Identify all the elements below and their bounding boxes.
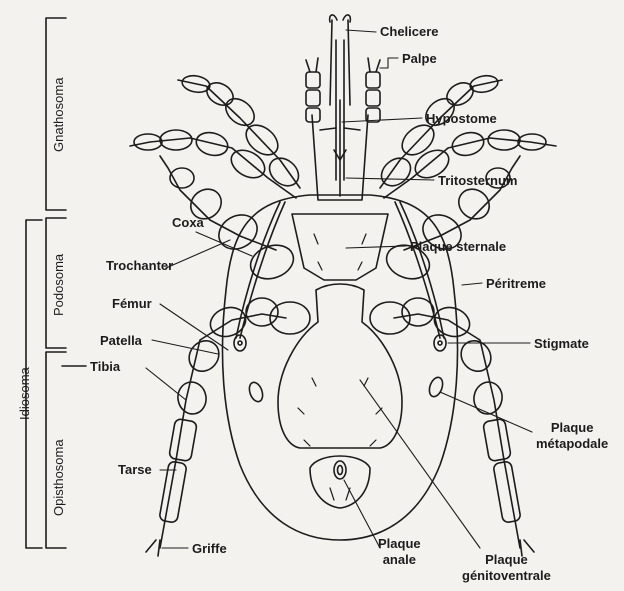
label-hypostome: Hypostome [426, 111, 497, 126]
label-tibia: Tibia [90, 359, 120, 374]
label-tritosternum: Tritosternum [438, 173, 517, 188]
label-trochanter: Trochanter [106, 258, 173, 273]
leader-lines [146, 30, 532, 548]
plaque-genitoventrale [278, 284, 402, 448]
label-podosoma: Podosoma [51, 254, 66, 316]
label-stigmate: Stigmate [534, 336, 589, 351]
label-coxa: Coxa [172, 215, 204, 230]
label-opisthosoma: Opisthosoma [51, 439, 66, 516]
label-plaque-anale: Plaque anale [378, 536, 421, 568]
label-chelicere: Chelicere [380, 24, 439, 39]
label-peritreme: Péritreme [486, 276, 546, 291]
label-griffe: Griffe [192, 541, 227, 556]
label-plaque-genitoventrale: Plaque génitoventrale [462, 552, 551, 584]
gnathosoma-drawing [306, 15, 380, 200]
label-idiosoma: Idiosoma [17, 367, 32, 420]
label-palpe: Palpe [402, 51, 437, 66]
label-femur: Fémur [112, 296, 152, 311]
label-plaque-sternale: Plaque sternale [410, 239, 506, 254]
label-plaque-metapodale: Plaque métapodale [536, 420, 608, 452]
label-patella: Patella [100, 333, 142, 348]
label-tarse: Tarse [118, 462, 152, 477]
setae [298, 234, 382, 500]
label-gnathosoma: Gnathosoma [51, 78, 66, 152]
plaque-anale [310, 456, 370, 508]
